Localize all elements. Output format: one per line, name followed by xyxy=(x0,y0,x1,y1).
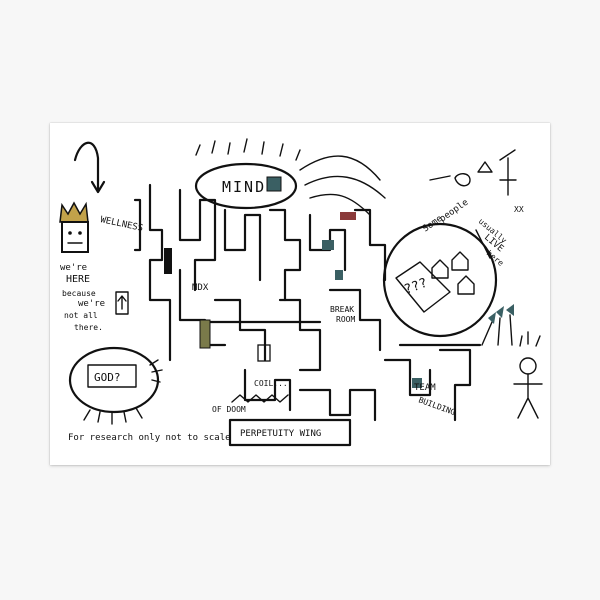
people-label: people xyxy=(438,198,470,225)
teal-block-2 xyxy=(335,270,343,280)
red-block xyxy=(340,212,356,220)
of-doom-label: OF DOOM xyxy=(212,405,246,414)
crown-face xyxy=(59,201,89,253)
mdx-label: MDX xyxy=(192,283,209,293)
footer-note: For research only not to scale xyxy=(68,433,231,443)
black-block xyxy=(164,248,172,274)
because-label: because xyxy=(62,289,96,298)
here-label: HERE xyxy=(66,274,90,285)
question-label: ??? xyxy=(402,276,429,298)
olive-block xyxy=(199,319,211,349)
were-label: we're xyxy=(60,263,87,273)
stick-figure xyxy=(513,331,543,419)
were2-label: we're xyxy=(78,299,105,309)
teal-block-3 xyxy=(412,378,422,388)
people-circle xyxy=(382,222,498,338)
building-label: BUILDING xyxy=(417,395,456,417)
team-label: TEAM xyxy=(414,383,436,393)
god-label: GOD? xyxy=(94,371,121,384)
there-label: there. xyxy=(74,323,103,332)
god-oval xyxy=(68,346,160,414)
up-arrow-box xyxy=(115,291,129,315)
perpetuity-label: PERPETUITY WING xyxy=(240,429,321,439)
xx-label: XX xyxy=(514,205,524,214)
teal-block xyxy=(322,240,334,250)
mind-cloud xyxy=(194,162,298,210)
not-all-label: not all xyxy=(64,311,98,320)
mind-label: MIND xyxy=(222,178,266,196)
curved-arrow-icon xyxy=(73,141,100,192)
break-label: BREAK xyxy=(330,305,354,314)
wellness-label: WELLNESS xyxy=(99,215,143,234)
room-label: ROOM xyxy=(336,315,355,324)
coil-label: COIL... xyxy=(254,379,288,388)
maze-walls xyxy=(133,183,482,447)
